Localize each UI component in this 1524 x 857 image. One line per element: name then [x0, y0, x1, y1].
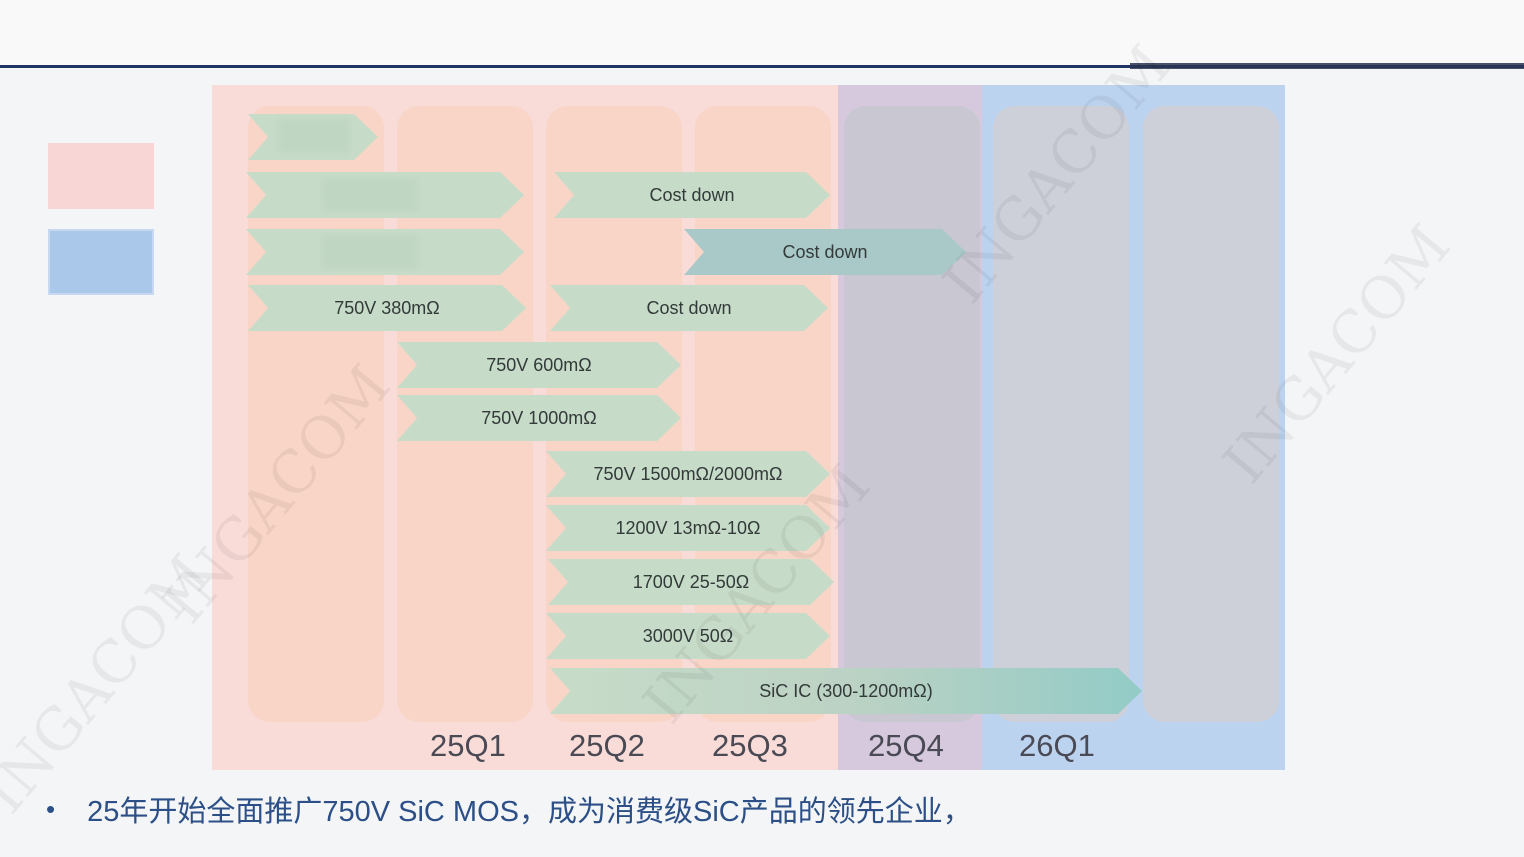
redacted-label	[322, 235, 418, 269]
arrow-label: 1700V 25-50Ω	[632, 571, 750, 592]
roadmap-arrow: 1700V 25-50Ω	[548, 559, 834, 605]
arrow-label: 750V 1000mΩ	[481, 407, 597, 428]
watermark: INGACOM	[0, 542, 224, 826]
bullet-text: 25年开始全面推广750V SiC MOS，成为消费级SiC产品的领先企业，	[87, 796, 972, 828]
arrow-label: SiC IC (300-1200mΩ)	[759, 680, 933, 701]
header-band	[0, 0, 1524, 66]
arrow-label: Cost down	[649, 184, 735, 205]
quarter-column	[844, 106, 980, 722]
bullet-icon: •	[46, 793, 56, 824]
redacted-label	[278, 119, 350, 153]
quarter-column	[1143, 106, 1279, 722]
arrow-label: 3000V 50Ω	[642, 625, 734, 646]
roadmap-arrow: 3000V 50Ω	[546, 613, 830, 659]
legend-swatch-pink	[48, 143, 154, 209]
quarter-label-25q2: 25Q2	[569, 728, 645, 763]
roadmap-arrow: 750V 1000mΩ	[397, 395, 681, 441]
redacted-label	[322, 178, 418, 212]
roadmap-arrow: Cost down	[550, 285, 828, 331]
roadmap-arrow: SiC IC (300-1200mΩ)	[550, 668, 1142, 714]
arrow-label: 750V 1500mΩ/2000mΩ	[593, 463, 783, 484]
quarter-label-26q1: 26Q1	[1019, 728, 1095, 763]
quarter-label-25q4: 25Q4	[868, 728, 944, 763]
arrow-label: Cost down	[646, 297, 732, 318]
header-rule	[0, 65, 1524, 68]
quarter-label-25q1: 25Q1	[430, 728, 506, 763]
header-rule-accent	[1130, 63, 1524, 69]
bullet-item: • 25年开始全面推广750V SiC MOS，成为消费级SiC产品的领先企业，	[46, 788, 972, 830]
roadmap-arrow: Cost down	[684, 229, 966, 275]
arrow-label: 1200V 13mΩ-10Ω	[615, 517, 761, 538]
roadmap-arrow: 750V 380mΩ	[248, 285, 526, 331]
roadmap-arrow: 750V 1500mΩ/2000mΩ	[546, 451, 830, 497]
roadmap-arrow: 750V 600mΩ	[397, 342, 681, 388]
quarter-column	[993, 106, 1129, 722]
roadmap-arrow: Cost down	[554, 172, 830, 218]
roadmap-arrow: 1200V 13mΩ-10Ω	[546, 505, 830, 551]
arrow-label: 750V 600mΩ	[486, 354, 592, 375]
quarter-label-25q3: 25Q3	[712, 728, 788, 763]
arrow-label: Cost down	[782, 241, 868, 262]
legend-swatch-blue	[48, 229, 154, 295]
arrow-label: 750V 380mΩ	[334, 297, 440, 318]
